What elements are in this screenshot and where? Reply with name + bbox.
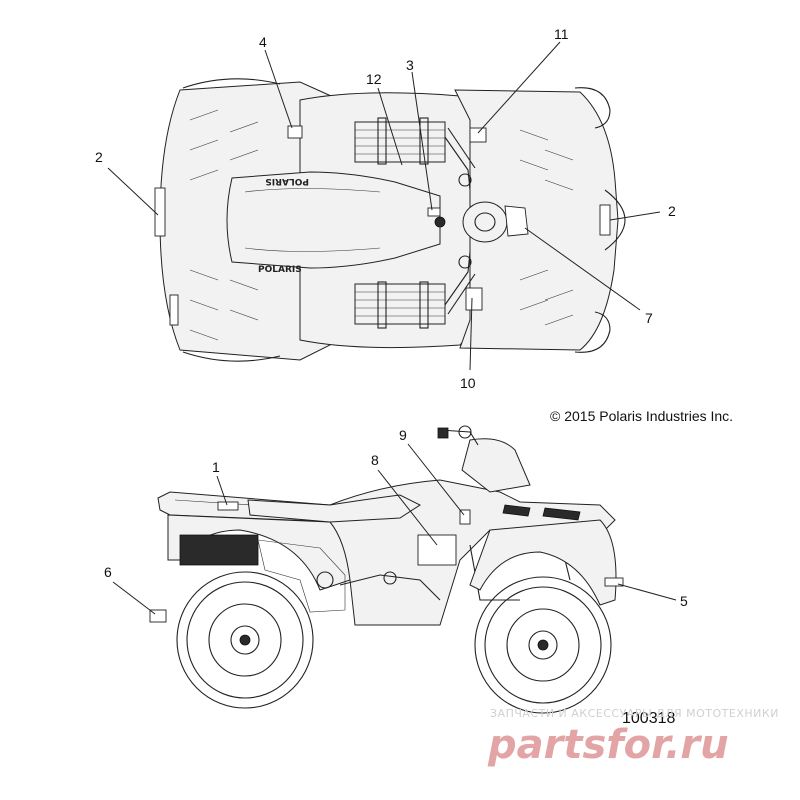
decal-2-front — [599, 204, 611, 236]
callout-8: 8 — [371, 452, 379, 468]
decal-9 — [459, 509, 471, 525]
watermark-site: partsfor.ru — [487, 722, 729, 768]
callout-numbers: 4 12 3 11 2 2 7 10 1 8 9 6 5 — [95, 26, 688, 609]
callout-1: 1 — [212, 459, 220, 475]
decal-1 — [217, 501, 239, 511]
decal-rear-side — [169, 294, 179, 326]
part-number: 100318 — [622, 710, 675, 727]
decal-5 — [604, 577, 624, 587]
decal-4 — [287, 125, 303, 139]
callout-7: 7 — [645, 310, 653, 326]
callout-2-front: 2 — [668, 203, 676, 219]
decal-2-rear — [154, 187, 166, 237]
callout-11: 11 — [554, 26, 569, 42]
callout-2-rear: 2 — [95, 149, 103, 165]
seat-brand-text-top: POLARIS — [265, 176, 309, 186]
decal-3 — [427, 207, 441, 217]
callout-4: 4 — [259, 34, 267, 50]
decal-10 — [465, 287, 483, 311]
callout-12: 12 — [366, 71, 382, 87]
watermark: ЗАПЧАСТИ И АКСЕССУАРЫ ДЛЯ МОТОТЕХНИКИ pa… — [487, 707, 779, 768]
leader-lines — [107, 41, 677, 615]
atv-side-view — [149, 425, 624, 714]
callout-10: 10 — [460, 375, 476, 391]
decal-8 — [417, 534, 457, 566]
callout-5: 5 — [680, 593, 688, 609]
callout-3: 3 — [406, 57, 414, 73]
callout-9: 9 — [399, 427, 407, 443]
copyright-text: © 2015 Polaris Industries Inc. — [550, 408, 733, 424]
decal-11 — [469, 127, 487, 143]
atv-top-view: POLARIS POLARIS — [154, 78, 626, 362]
seat-brand-text-bottom: POLARIS — [258, 265, 302, 275]
watermark-tagline: ЗАПЧАСТИ И АКСЕССУАРЫ ДЛЯ МОТОТЕХНИКИ — [490, 707, 779, 720]
callout-6: 6 — [104, 564, 112, 580]
